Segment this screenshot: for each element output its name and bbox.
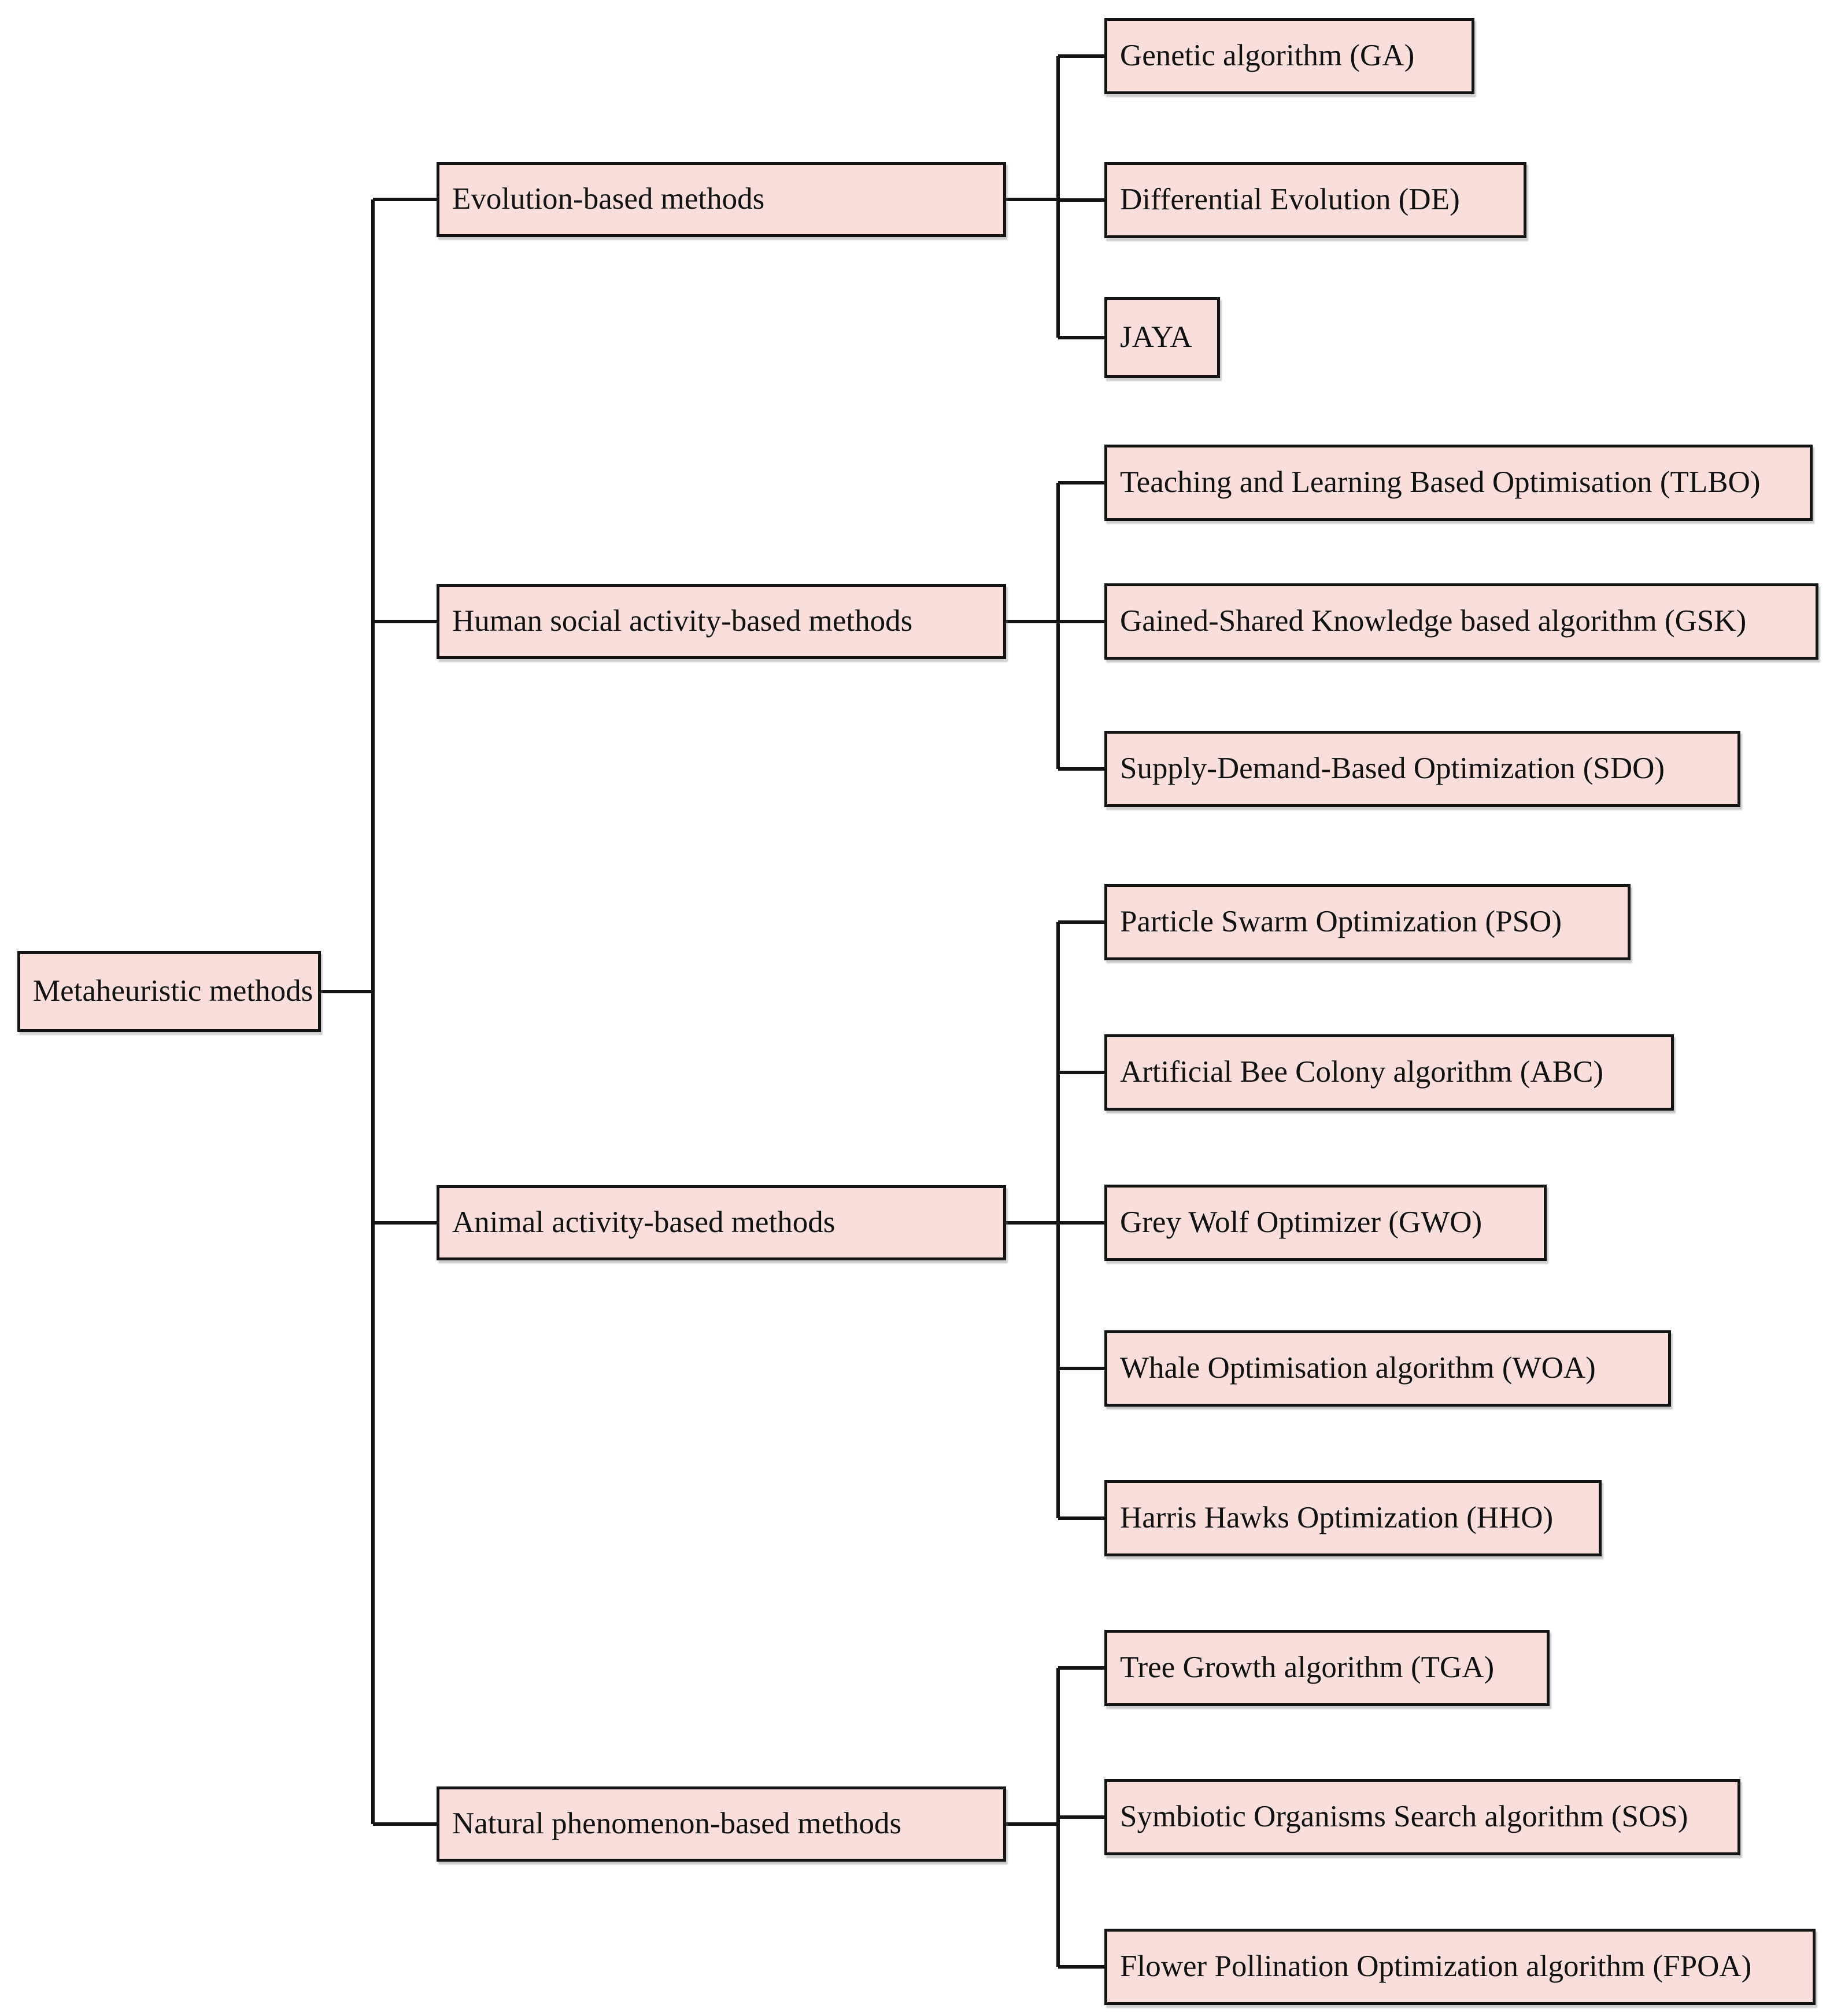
leaf-label: Symbiotic Organisms Search algorithm (SO… [1120, 1800, 1688, 1834]
leaf-label: Whale Optimisation algorithm (WOA) [1120, 1351, 1596, 1385]
branch-animal-activity-based-methods: Animal activity-based methods [437, 1185, 1006, 1260]
branch-evolution-based-methods: Evolution-based methods [437, 162, 1006, 237]
leaf-label: Genetic algorithm (GA) [1120, 39, 1415, 73]
leaf-label: Artificial Bee Colony algorithm (ABC) [1120, 1055, 1604, 1089]
branch-human-social-activity-based-methods: Human social activity-based methods [437, 584, 1006, 659]
leaf-abc: Artificial Bee Colony algorithm (ABC) [1104, 1034, 1674, 1111]
leaf-fpoa: Flower Pollination Optimization algorith… [1104, 1929, 1816, 2005]
leaf-label: Particle Swarm Optimization (PSO) [1120, 905, 1562, 939]
node-label: Metaheuristic methods [33, 974, 313, 1008]
leaf-woa: Whale Optimisation algorithm (WOA) [1104, 1330, 1671, 1407]
leaf-label: Gained-Shared Knowledge based algorithm … [1120, 604, 1747, 638]
leaf-sdo: Supply-Demand-Based Optimization (SDO) [1104, 731, 1740, 807]
branch-label: Human social activity-based methods [452, 604, 913, 638]
branch-label: Animal activity-based methods [452, 1205, 835, 1240]
leaf-gwo: Grey Wolf Optimizer (GWO) [1104, 1185, 1547, 1261]
branch-label: Evolution-based methods [452, 182, 765, 216]
leaf-genetic-algorithm-ga: Genetic algorithm (GA) [1104, 18, 1474, 94]
leaf-label: Tree Growth algorithm (TGA) [1120, 1651, 1495, 1685]
leaf-label: Flower Pollination Optimization algorith… [1120, 1950, 1752, 1984]
leaf-label: JAYA [1120, 320, 1192, 354]
leaf-label: Supply-Demand-Based Optimization (SDO) [1120, 752, 1665, 786]
leaf-label: Teaching and Learning Based Optimisation… [1120, 465, 1761, 500]
branch-natural-phenomenon-based-methods: Natural phenomenon-based methods [437, 1786, 1006, 1862]
leaf-pso: Particle Swarm Optimization (PSO) [1104, 884, 1631, 960]
leaf-label: Harris Hawks Optimization (HHO) [1120, 1501, 1554, 1535]
leaf-jaya: JAYA [1104, 297, 1220, 378]
leaf-gsk: Gained-Shared Knowledge based algorithm … [1104, 583, 1818, 660]
leaf-differential-evolution-de: Differential Evolution (DE) [1104, 162, 1526, 238]
leaf-sos: Symbiotic Organisms Search algorithm (SO… [1104, 1779, 1740, 1855]
leaf-label: Grey Wolf Optimizer (GWO) [1120, 1205, 1483, 1240]
leaf-tlbo: Teaching and Learning Based Optimisation… [1104, 445, 1813, 521]
leaf-hho: Harris Hawks Optimization (HHO) [1104, 1480, 1602, 1556]
node-metaheuristic-methods: Metaheuristic methods [17, 951, 321, 1032]
leaf-label: Differential Evolution (DE) [1120, 183, 1460, 217]
branch-label: Natural phenomenon-based methods [452, 1807, 902, 1841]
leaf-tga: Tree Growth algorithm (TGA) [1104, 1630, 1550, 1706]
